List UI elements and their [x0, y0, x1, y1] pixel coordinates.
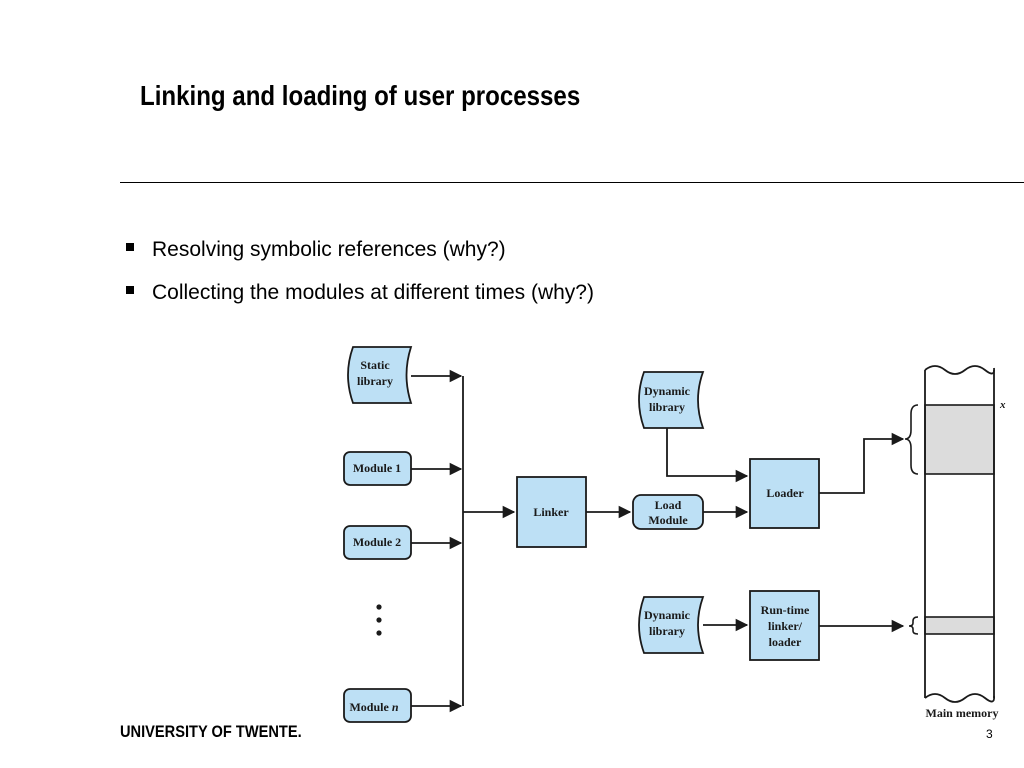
memory-bottom-break	[924, 693, 995, 703]
loader-node: Loader	[749, 458, 820, 529]
dynamic-library-top-shape	[638, 371, 705, 429]
static-library-node: Static library	[347, 346, 413, 404]
title-divider	[120, 182, 1024, 183]
module-2-label: Module 2	[353, 535, 401, 549]
dynamic-library-bottom-shape	[638, 596, 705, 654]
runtime-linker-label-line3: loader	[769, 635, 802, 649]
runtime-linker-node: Run-time linker/ loader	[749, 590, 820, 661]
linker-node: Linker	[516, 476, 587, 548]
module-1-label: Module 1	[353, 461, 401, 475]
linker-label: Linker	[533, 505, 569, 519]
square-bullet-icon	[126, 286, 134, 295]
slide-title: Linking and loading of user processes	[140, 80, 581, 111]
loader-to-memory-arrow	[819, 432, 905, 494]
module-1-node: Module 1	[343, 451, 412, 486]
main-memory-label: Main memory	[926, 706, 999, 720]
dynamic-library-top-label-line2: library	[649, 400, 685, 414]
bullet-item: Resolving symbolic references (why?)	[120, 238, 594, 281]
bullet-item: Collecting the modules at different time…	[120, 281, 594, 324]
bullet-text: Collecting the modules at different time…	[152, 281, 594, 304]
dynamic-library-top-node: Dynamic library	[638, 371, 705, 429]
module-n-variable: n	[392, 700, 399, 714]
dynamic-library-bottom-node: Dynamic library	[638, 596, 705, 654]
static-library-label-line1: Static	[360, 358, 390, 372]
dynamic-library-bottom-label-line1: Dynamic	[644, 608, 691, 622]
runtime-linker-label-line2: linker/	[768, 619, 803, 633]
university-logo: UNIVERSITY OF TWENTE.	[120, 722, 302, 741]
memory-segment-loaded	[924, 404, 995, 475]
load-module-label-line1: Load	[655, 498, 682, 512]
memory-brace-top	[904, 404, 919, 475]
ellipsis-dots	[376, 604, 382, 636]
dynamic-library-bottom-label-line2: library	[649, 624, 685, 638]
module-2-node: Module 2	[343, 525, 412, 560]
load-module-label-line2: Module	[648, 513, 688, 527]
module-n-label: Module n	[349, 700, 398, 714]
runtime-linker-box	[749, 590, 820, 661]
bullet-text: Resolving symbolic references (why?)	[152, 238, 506, 261]
page-number: 3	[986, 727, 993, 741]
memory-top-break	[924, 365, 995, 375]
runtime-linker-label-line1: Run-time	[761, 603, 810, 617]
memory-segment-runtime	[924, 616, 995, 635]
dynamic-library-to-loader-arrow	[666, 428, 749, 483]
static-library-label-line2: library	[357, 374, 393, 388]
square-bullet-icon	[126, 243, 134, 252]
load-module-node: Load Module	[632, 494, 704, 530]
module-to-collector-arrows	[411, 369, 516, 713]
module-n-prefix: Module	[349, 700, 391, 714]
loader-label: Loader	[766, 486, 804, 500]
loader-box	[749, 458, 820, 529]
main-memory	[924, 365, 995, 703]
x-address-label: x	[999, 399, 1006, 411]
memory-brace-bottom	[908, 616, 919, 635]
static-library-shape	[347, 346, 413, 404]
dynamic-library-top-label-line1: Dynamic	[644, 384, 691, 398]
bullet-list: Resolving symbolic references (why?) Col…	[120, 238, 594, 324]
linker-box	[516, 476, 587, 548]
module-n-node: Module n	[343, 688, 412, 723]
